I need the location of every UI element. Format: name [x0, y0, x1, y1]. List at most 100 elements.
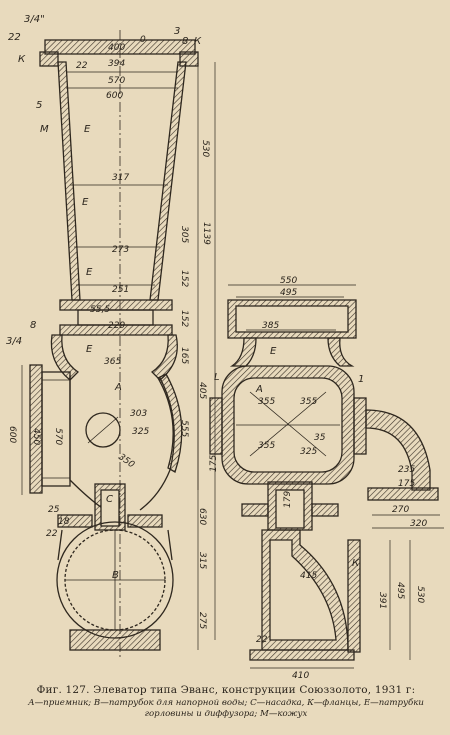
- dim-22: 22: [256, 635, 268, 645]
- dim-600: 600: [106, 91, 123, 101]
- label-5: 5: [36, 100, 42, 111]
- dim-550: 550: [280, 276, 297, 286]
- diffuser-wall-right: [149, 61, 187, 301]
- label-c: С: [106, 494, 113, 505]
- label-a: А: [255, 384, 263, 395]
- dim-400: 400: [108, 43, 125, 53]
- throat-flange-upper: [59, 299, 173, 311]
- dim-175b: 175: [398, 479, 415, 489]
- side-elbow-pipe: [365, 409, 431, 491]
- dim-365: 365: [104, 357, 121, 367]
- throat-curve-left: [50, 334, 80, 381]
- left-labels: 3/4" 22 К 400 0 3 8 К 22 394 570 600 5 М…: [6, 14, 211, 629]
- label-top-k2: К: [194, 36, 202, 47]
- figure-caption: Фиг. 127. Элеватор типа Эванс, конструкц…: [6, 684, 446, 720]
- dim-317: 317: [112, 173, 129, 183]
- right-elevator-view: [209, 284, 444, 669]
- dim-35: 35: [314, 433, 326, 443]
- dim-415: 415: [300, 571, 317, 581]
- label-top-k: К: [18, 54, 26, 65]
- dim-152b: 152: [179, 310, 189, 327]
- label-zero: 0: [140, 35, 146, 45]
- dim-325: 325: [132, 427, 149, 437]
- caption-title: Фиг. 127. Элеватор типа Эванс, конструкц…: [36, 684, 416, 696]
- lower-flange-right: [311, 503, 339, 517]
- dim-165: 165: [179, 347, 189, 364]
- side-inlet-pipe: [41, 371, 71, 487]
- dim-251: 251: [112, 285, 129, 295]
- label-e: Е: [270, 346, 277, 357]
- dim-179: 179: [283, 491, 293, 508]
- dim-495v: 495: [395, 582, 405, 599]
- label-p3-4: 3/4: [6, 336, 22, 347]
- bend-flange-k: [347, 539, 361, 653]
- dim-305: 305: [179, 226, 189, 243]
- dim-355b: 355: [300, 397, 317, 407]
- dim-270: 270: [392, 505, 409, 515]
- caption-legend: А—приемник; В—патрубок для напорной воды…: [28, 698, 424, 719]
- side-flange-right: [353, 397, 367, 455]
- label-m: М: [40, 124, 49, 135]
- dim-152a: 152: [179, 270, 189, 287]
- label-b: В: [112, 570, 119, 581]
- throat-curve-right: [150, 334, 178, 381]
- label-k: К: [352, 558, 360, 569]
- dim-355a: 355: [258, 397, 275, 407]
- dim-405: 405: [197, 382, 207, 399]
- dim-325: 325: [300, 447, 317, 457]
- dim-303: 303: [130, 409, 147, 419]
- label-e2: Е: [82, 197, 89, 208]
- dim-570: 570: [108, 76, 125, 86]
- dim-555: 555: [179, 420, 189, 437]
- dim-22: 22: [76, 61, 88, 71]
- side-elbow-flange: [367, 487, 439, 501]
- throat-section: [77, 309, 154, 326]
- receiver-inlet-circle: [85, 412, 121, 448]
- label-top-3: 3: [174, 26, 180, 37]
- label-top-22: 22: [8, 32, 21, 43]
- dim-55-5: 55,5: [90, 305, 110, 315]
- dim-175: 175: [209, 455, 219, 472]
- label-top-3-4: 3/4": [24, 14, 45, 25]
- dim-25: 25: [48, 505, 60, 515]
- dim-600v: 600: [7, 426, 17, 443]
- dim-350: 350: [116, 452, 136, 470]
- dim-495: 495: [280, 288, 297, 298]
- label-a: А: [114, 382, 122, 393]
- dim-235: 235: [398, 465, 415, 475]
- label-l: L: [214, 372, 220, 383]
- lower-flange-left: [241, 503, 269, 517]
- dim-315: 315: [197, 552, 207, 569]
- pressure-pipe-neck: [57, 529, 173, 561]
- diffuser-wall-left: [57, 61, 81, 301]
- dim-18: 18: [58, 517, 70, 527]
- dim-1139: 1139: [201, 222, 211, 245]
- technical-drawing: 3/4" 22 К 400 0 3 8 К 22 394 570 600 5 М…: [6, 14, 444, 680]
- top-flange-lip-left: [39, 51, 59, 67]
- side-flange-left: [209, 397, 223, 455]
- bend-bottom-flange: [249, 649, 355, 661]
- dim-275: 275: [197, 612, 207, 629]
- dim-630: 630: [197, 508, 207, 525]
- label-1: 1: [358, 374, 364, 385]
- label-e3: Е: [86, 267, 93, 278]
- top-neck-right: [327, 337, 355, 367]
- dim-530: 530: [415, 586, 425, 603]
- bottom-cap: [69, 629, 161, 651]
- dim-22b: 22: [46, 529, 58, 539]
- dim-273: 273: [112, 245, 129, 255]
- dim-450: 450: [31, 428, 41, 445]
- bottom-flange-left: [57, 514, 93, 528]
- top-neck-left: [229, 337, 257, 367]
- dim-320: 320: [410, 519, 427, 529]
- dim-385: 385: [262, 321, 279, 331]
- dim-355c: 355: [258, 441, 275, 451]
- right-labels: 550 495 385 Е L А 1 355 355 355 325 35 1…: [209, 276, 427, 680]
- bottom-flange-right: [127, 514, 163, 528]
- dim-394: 394: [108, 59, 125, 69]
- dim-410: 410: [292, 671, 309, 680]
- label-e1: Е: [84, 124, 91, 135]
- label-top-8: 8: [182, 36, 188, 47]
- dim-229: 229: [108, 321, 125, 331]
